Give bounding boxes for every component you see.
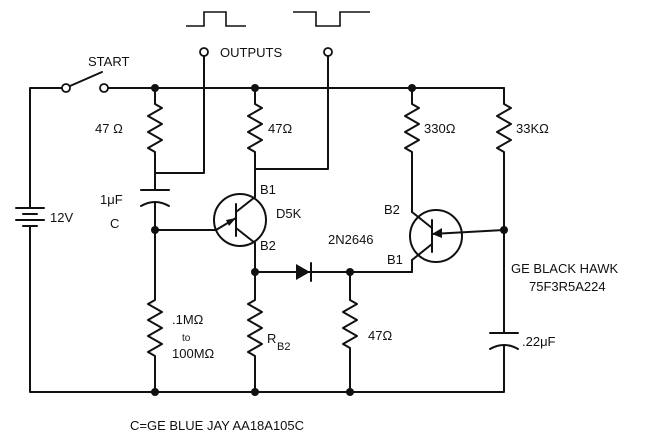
output-pulse-waveform-2 [293, 11, 370, 27]
label-q1-b1: B1 [260, 182, 276, 197]
diode [296, 262, 312, 282]
label-q2-b2: B2 [384, 202, 400, 217]
label-r1: 47 Ω [95, 121, 123, 136]
junction-dots [151, 84, 508, 396]
label-r5-line3: 100MΩ [172, 346, 215, 361]
label-r5-line1: .1MΩ [172, 312, 204, 327]
wire-cap-to-timing-resistor [147, 201, 163, 393]
resistor-33k-ohm [496, 87, 512, 334]
output-terminal-2 [323, 47, 333, 57]
resistor-47-ohm-center [247, 87, 263, 198]
resistor-rb2 [247, 242, 263, 393]
label-r4: 33KΩ [516, 121, 549, 136]
output-pulse-waveform-1 [186, 11, 246, 27]
label-q1-b2: B2 [260, 238, 276, 253]
label-cap2-part-line1: GE BLACK HAWK [511, 261, 618, 276]
output-lead-2 [254, 55, 329, 170]
supply-wire-left [29, 87, 67, 206]
label-rb2-sub: B2 [277, 341, 290, 353]
label-footnote: C=GE BLUE JAY AA18A105C [130, 418, 304, 433]
label-q2-part: 2N2646 [328, 232, 374, 247]
label-q2-b1: B1 [387, 252, 403, 267]
label-rb2-main: R [267, 331, 276, 346]
capacitor-022uf [489, 332, 519, 350]
label-r2: 47Ω [268, 121, 292, 136]
label-start: START [88, 54, 129, 69]
transistor-2n2646 [409, 209, 505, 273]
label-q1-part: D5K [276, 206, 302, 221]
output-terminal-1 [199, 47, 209, 57]
label-r6: 47Ω [368, 328, 392, 343]
resistor-47-ohm-left [147, 87, 163, 191]
resistor-330-ohm [404, 87, 420, 213]
label-r5-line2: to [182, 333, 191, 344]
label-cap1-name: C [110, 216, 119, 231]
label-cap1-value: 1μF [100, 192, 123, 207]
label-r3: 330Ω [424, 121, 456, 136]
label-battery: 12V [50, 210, 73, 225]
battery-12v [15, 204, 45, 233]
label-outputs: OUTPUTS [220, 45, 282, 60]
start-switch [61, 71, 109, 93]
supply-wire-left-bottom [29, 231, 505, 393]
label-cap2: .22μF [522, 334, 556, 349]
label-cap2-part-line2: 75F3R5A224 [529, 279, 606, 294]
resistor-47-ohm-bottom [342, 271, 358, 393]
output-lead-1 [154, 55, 205, 174]
transistor-d5k [213, 193, 267, 247]
